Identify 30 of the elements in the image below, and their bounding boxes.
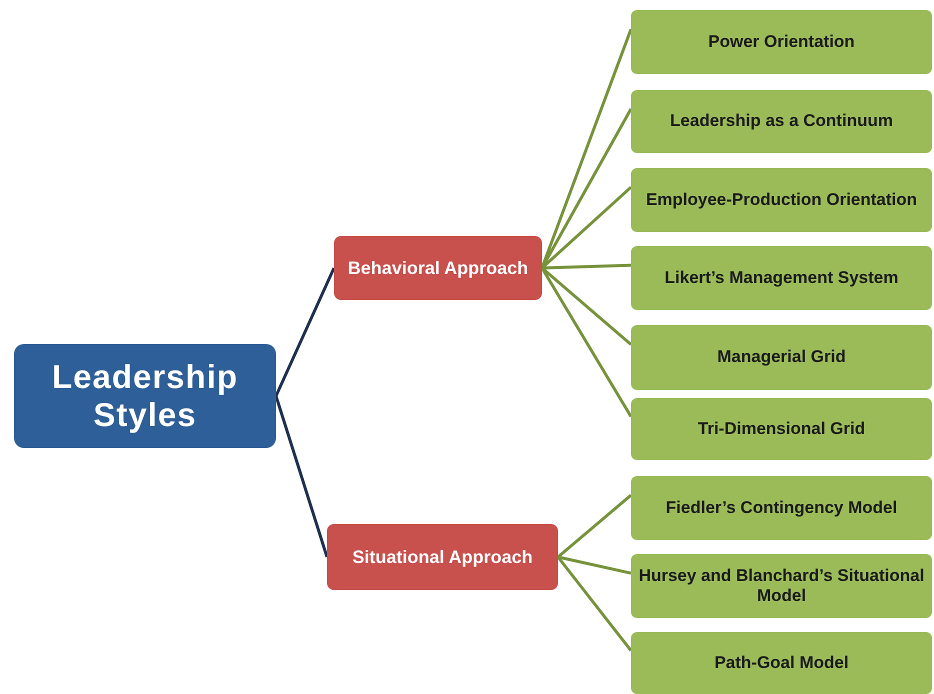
connector-line [557, 494, 632, 558]
leaf-box [631, 168, 932, 232]
node-label: Employee-Production Orientation [646, 190, 918, 210]
connector-line [274, 267, 336, 397]
node-label: Leadership Styles [50, 358, 240, 434]
connector-line [274, 396, 328, 558]
node-label: Managerial Grid [717, 347, 846, 368]
connector-line [558, 556, 632, 575]
leaf-box [631, 476, 932, 540]
leaf-box [631, 90, 932, 153]
node-label: Path-Goal Model [714, 652, 849, 674]
leaf-box [631, 632, 932, 694]
node-label: Situational Approach [352, 546, 533, 568]
leaf-box [631, 398, 932, 460]
node-label: Likert’s Management System [664, 268, 898, 288]
node-label: Leadership as a Continuum [670, 111, 893, 132]
leaf-box [631, 325, 932, 390]
node-label: Behavioral Approach [348, 258, 528, 278]
root-topic-box [14, 344, 276, 448]
node-label: Fiedler’s Contingency Model [666, 498, 898, 518]
connector-line [542, 264, 632, 270]
node-label: Power Orientation [708, 32, 855, 52]
leaf-box [631, 554, 932, 618]
branch-box [334, 236, 542, 300]
connector-line [556, 556, 632, 652]
node-label: Tri-Dimensional Grid [698, 418, 866, 440]
node-label: Hursey and Blanchard’s Situational Model [638, 566, 926, 606]
leaf-box [631, 246, 932, 310]
leaf-box [631, 10, 932, 74]
branch-box [327, 524, 558, 590]
